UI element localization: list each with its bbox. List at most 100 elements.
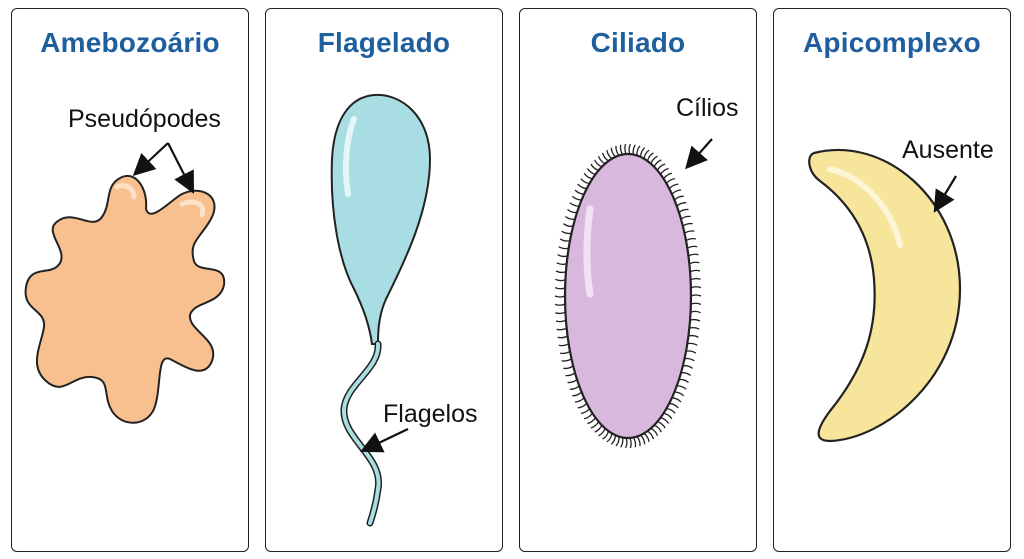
cilium <box>620 437 624 448</box>
cilium <box>559 238 571 242</box>
panel-flagellate: Flagelado Flagelos <box>265 8 503 552</box>
cilium <box>554 286 566 290</box>
cilium <box>577 183 587 190</box>
cilium <box>580 408 591 415</box>
cilium <box>656 163 666 171</box>
cilia-label: Cílios <box>676 94 739 122</box>
cilium <box>555 270 567 274</box>
cilium <box>577 402 588 409</box>
cilium <box>668 183 679 190</box>
cilium <box>640 434 646 445</box>
cilium <box>628 143 631 155</box>
cilium <box>567 378 578 384</box>
cilium <box>665 177 676 184</box>
pseudopods-label: Pseudópodes <box>68 105 221 133</box>
cilium <box>583 172 593 180</box>
cilium <box>561 358 572 362</box>
cilium <box>574 397 585 403</box>
cilium <box>676 202 687 207</box>
cilium <box>590 163 599 172</box>
cilium <box>555 319 567 323</box>
cilium <box>559 350 571 355</box>
cilium <box>682 365 693 369</box>
cilium <box>619 144 624 155</box>
cilium <box>689 269 701 273</box>
ciliate-illustration <box>554 138 713 449</box>
cilium <box>580 178 590 185</box>
panel-title: Flagelado <box>317 27 451 58</box>
panel-title: Apicomplexo <box>802 27 981 58</box>
panel-title: Ciliado <box>590 27 686 58</box>
cilium <box>558 343 570 347</box>
cilium <box>669 402 679 409</box>
flagellate-body <box>330 93 432 345</box>
cilium <box>685 237 697 242</box>
panel-title: Amebozoário <box>40 27 220 58</box>
cilium <box>555 311 566 315</box>
absent-arrow <box>933 175 957 213</box>
cilium <box>686 245 698 249</box>
cilium <box>682 222 693 227</box>
cilium <box>574 189 585 195</box>
cilium <box>563 365 574 370</box>
cilium <box>567 208 578 214</box>
cilium <box>671 397 682 403</box>
cilium <box>587 417 597 425</box>
panel-apicomplexan: Apicomplexo Ausente <box>773 8 1011 552</box>
absent-label: Ausente <box>902 136 994 164</box>
ciliate-body <box>563 152 693 440</box>
cilium <box>606 149 613 160</box>
cilium <box>561 230 572 235</box>
cilium <box>688 253 699 257</box>
cilium <box>610 435 617 445</box>
cilium <box>629 437 632 449</box>
apicomplexan-body <box>808 148 962 443</box>
cilium <box>556 262 567 266</box>
cilium <box>673 195 684 201</box>
cilium <box>678 378 689 384</box>
cilium <box>636 436 641 447</box>
cilium <box>583 412 593 420</box>
panel-amoeboid: Amebozoário Pseudópodes <box>11 8 249 552</box>
flagella-arrow <box>360 428 409 453</box>
cilium <box>639 147 646 157</box>
cilium <box>615 436 620 447</box>
cilium <box>678 208 689 214</box>
cilium <box>690 302 702 306</box>
cilium <box>558 246 569 250</box>
cilium <box>690 277 701 281</box>
cilium <box>690 294 702 297</box>
cilium <box>663 412 673 420</box>
cilium <box>632 437 637 448</box>
cilium <box>689 261 700 265</box>
cilium <box>564 215 576 220</box>
pseudopod-arrow-2 <box>167 142 195 194</box>
cilium <box>690 286 702 289</box>
cilium <box>643 432 650 443</box>
cilium <box>659 167 669 175</box>
cilium <box>660 416 670 424</box>
cilium <box>663 172 673 180</box>
pseudopod-arrow-1 <box>132 142 169 177</box>
cilium <box>557 335 568 339</box>
cilium <box>684 357 695 362</box>
cilium <box>688 334 699 338</box>
cilium <box>586 168 596 176</box>
cilium <box>625 437 628 449</box>
cilium <box>676 385 687 390</box>
flagellate-illustration <box>330 93 432 527</box>
cilium <box>657 420 666 429</box>
cilium <box>680 215 691 220</box>
cilium <box>689 326 700 330</box>
cilium <box>571 195 582 201</box>
flagella-label: Flagelos <box>383 400 478 428</box>
cilium <box>565 372 576 377</box>
cilium <box>624 143 627 155</box>
cilium <box>555 278 566 282</box>
flagellum <box>340 340 383 527</box>
cilium <box>569 385 580 390</box>
cilia-arrow <box>685 138 713 170</box>
cilium <box>653 159 662 168</box>
cilium <box>569 202 580 207</box>
cilium <box>666 407 676 414</box>
